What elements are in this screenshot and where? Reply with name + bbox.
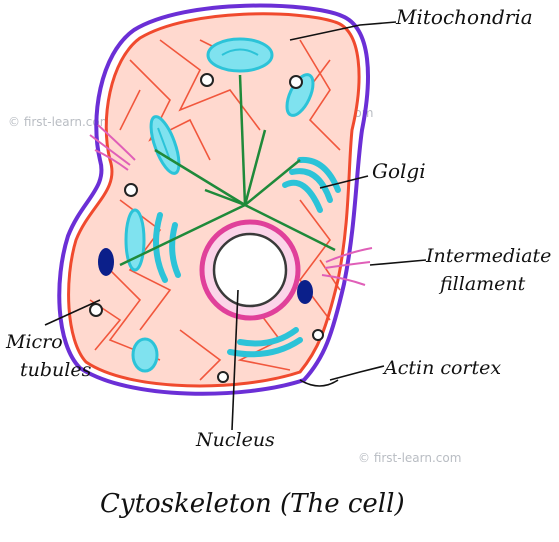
microtubules [119,74,336,267]
label-micro-line1: Micro [5,331,63,353]
leader-actin [329,365,385,381]
dark-vesicle [297,280,313,304]
leader-actin-base [299,379,339,387]
mitochondrion [131,337,159,373]
diagram-title: Cytoskeleton (The cell) [100,489,405,519]
nucleus [199,219,301,321]
mitochondrion [206,37,274,73]
vesicles [89,73,324,383]
label-nucleus: Nucleus [195,429,275,451]
cell-membrane [57,3,370,396]
label-intermediate-line2: fillament [438,273,526,295]
dark-vesicle [98,248,114,276]
vesicle [217,371,229,383]
nucleus-interior [212,232,288,308]
label-intermediate-line1: Intermediate [425,245,551,267]
leader-golgi [319,175,369,189]
dark-vesicles [98,248,313,304]
leader-microtubules [44,299,101,326]
label-micro-line2: tubules [20,359,92,381]
vesicle [289,75,303,89]
leader-nucleus [231,289,239,431]
vesicle [312,329,324,341]
watermark-left: © first-learn.com [8,115,111,129]
intermediate-filaments [89,124,373,286]
leader-mitochondria [289,21,397,41]
mitochondria-cristae [157,48,259,161]
label-golgi: Golgi [372,159,426,183]
leader-lines [44,21,427,431]
vesicle [124,183,138,197]
vesicle [89,303,103,317]
label-mitochondria: Mitochondria [395,5,533,29]
leader-intermediate [369,259,427,266]
watermark-bottom: © first-learn.com [358,451,461,465]
label-actin-cortex: Actin cortex [382,357,501,379]
vesicle [200,73,214,87]
mitochondrion [285,73,315,117]
